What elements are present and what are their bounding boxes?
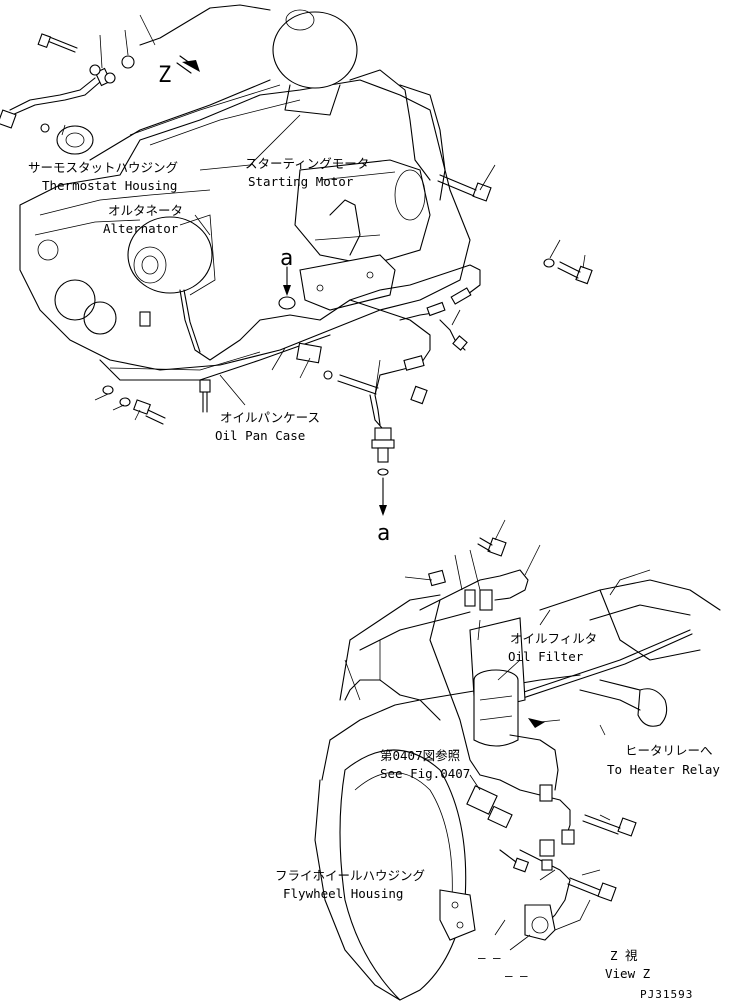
heater-label-jp: ヒータリレーへ bbox=[625, 743, 713, 758]
heater-label-en: To Heater Relay bbox=[607, 762, 720, 777]
thermostat-label-jp: サーモスタットハウジング bbox=[28, 160, 178, 175]
alternator-label-en: Alternator bbox=[103, 221, 179, 236]
viewz-label-jp: Z 視 bbox=[610, 948, 638, 963]
starting-label-en: Starting Motor bbox=[248, 174, 354, 189]
alternator-label-jp: オルタネータ bbox=[108, 203, 183, 218]
dash-mark-1: – – bbox=[478, 950, 501, 965]
thermostat-label-en: Thermostat Housing bbox=[42, 178, 177, 193]
oilpan-label-en: Oil Pan Case bbox=[215, 428, 305, 443]
upper-engine-assembly bbox=[0, 4, 593, 516]
seefig-label-en: See Fig.0407 bbox=[380, 766, 470, 781]
a-label-upper: a bbox=[280, 246, 293, 271]
oilfilter-label-en: Oil Filter bbox=[508, 649, 584, 664]
flywheel-label-en: Flywheel Housing bbox=[283, 886, 403, 901]
a-label-lower: a bbox=[377, 521, 390, 546]
z-marker: Z bbox=[158, 63, 171, 88]
drawing-code: PJ31593 bbox=[640, 988, 693, 1001]
lower-engine-assembly bbox=[314, 519, 721, 1001]
dash-mark-2: – – bbox=[505, 968, 528, 983]
viewz-label-en: View Z bbox=[605, 966, 651, 981]
seefig-label-jp: 第0407図参照 bbox=[380, 748, 460, 763]
labels: Z サーモスタットハウジング Thermostat Housing スターティン… bbox=[28, 63, 720, 1001]
oilfilter-label-jp: オイルフィルタ bbox=[510, 631, 597, 646]
oilpan-label-jp: オイルパンケース bbox=[220, 410, 320, 425]
flywheel-label-jp: フライホイールハウジング bbox=[275, 868, 425, 883]
starting-label-jp: スターティングモータ bbox=[245, 156, 369, 171]
